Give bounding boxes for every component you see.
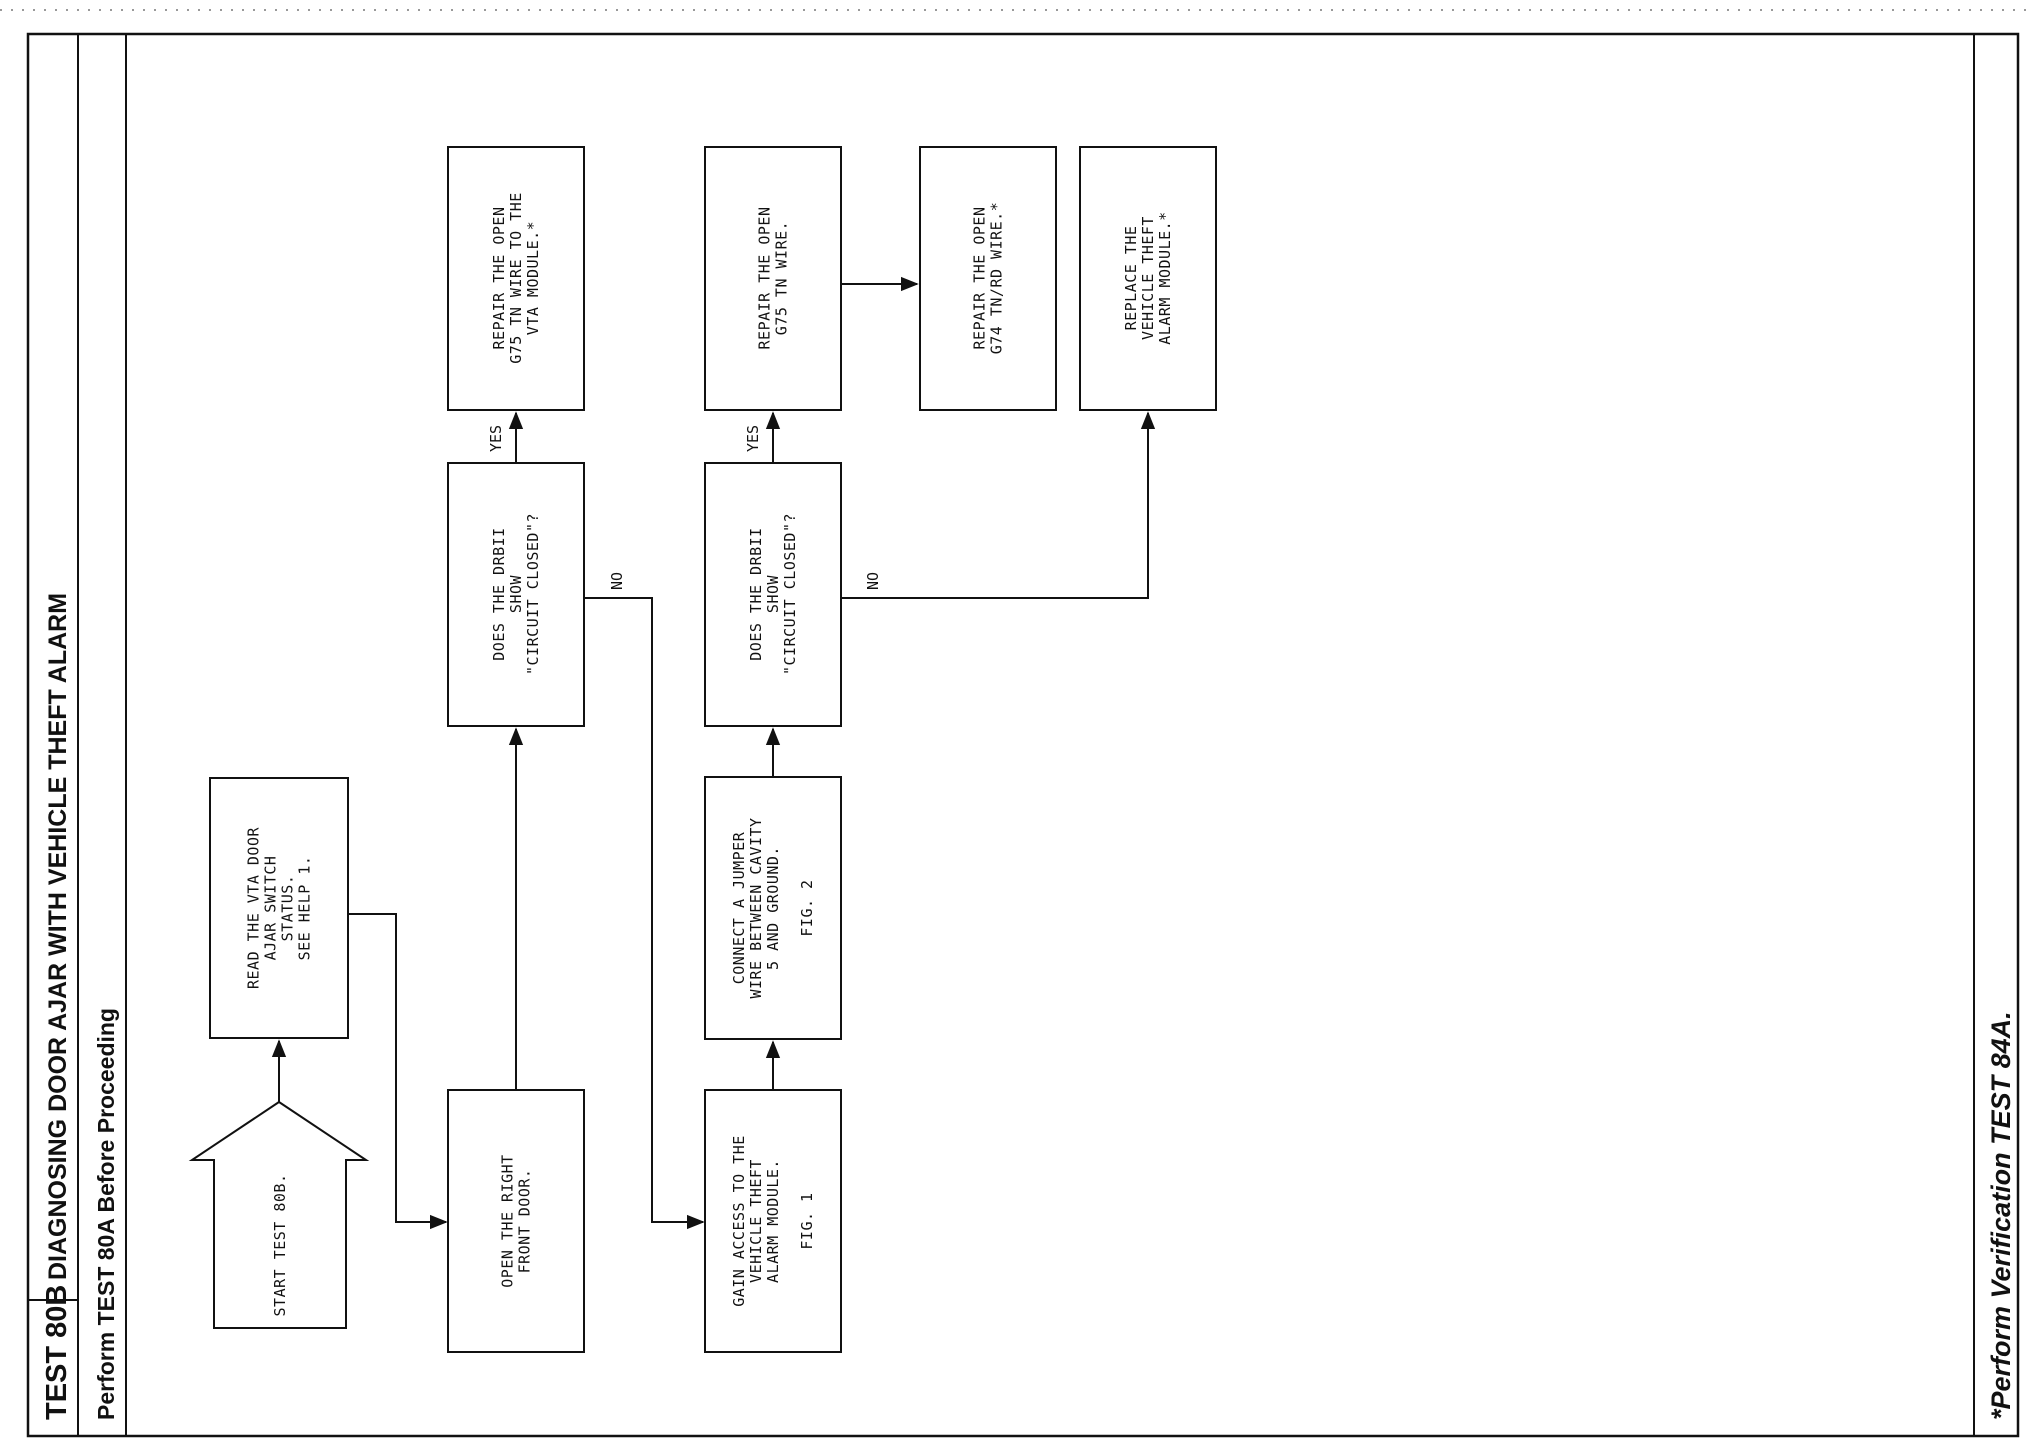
- node-text-line: REPAIR THE OPEN: [490, 207, 508, 350]
- node-text-line: STATUS.: [279, 875, 297, 942]
- box-question2: [704, 462, 842, 727]
- node-text-line: SHOW: [507, 574, 525, 613]
- node-text-line: DOES THE DRBII: [747, 527, 765, 660]
- box-repair3: [919, 146, 1057, 411]
- node-text-line: "CIRCUIT CLOSED"?: [781, 513, 799, 675]
- start-arrow-shape: [188, 1100, 370, 1329]
- box-repair2: [704, 146, 842, 411]
- node-text-line: VTA MODULE.*: [524, 221, 542, 335]
- node-text-line: G74 TN/RD WIRE.*: [988, 202, 1006, 355]
- box-gain-access: [704, 1089, 842, 1353]
- node-text-line: FRONT DOOR.: [516, 1169, 534, 1274]
- node-text-line: AJAR SWITCH: [262, 856, 280, 961]
- page-title: DIAGNOSING DOOR AJAR WITH VEHICLE THEFT …: [44, 593, 72, 1280]
- node-text-line: VEHICLE THEFT: [1139, 216, 1157, 340]
- node-text-line: G75 TN WIRE.: [773, 221, 791, 335]
- edge-read-to-open: [348, 913, 448, 1230]
- box-open-door: [447, 1089, 585, 1353]
- node-text-line: "CIRCUIT CLOSED"?: [524, 513, 542, 675]
- node-text-line: REPLACE THE: [1122, 226, 1140, 331]
- page-subtitle: Perform TEST 80A Before Proceeding: [93, 1008, 119, 1420]
- node-text-line: 5 AND GROUND.: [764, 846, 782, 970]
- footer-note: *Perform Verification TEST 84A.: [1986, 1011, 2016, 1420]
- box-question1: [447, 462, 585, 727]
- node-text-line: FIG. 1: [798, 1192, 816, 1249]
- label-no-1: NO: [608, 572, 626, 590]
- box-replace: [1079, 146, 1217, 411]
- edge-q1-no-to-gain: [584, 597, 705, 1230]
- node-text-line: SHOW: [764, 574, 782, 613]
- node-text-line: ALARM MODULE.*: [1156, 211, 1174, 344]
- node-text-line: G75 TN WIRE TO THE: [507, 192, 525, 364]
- node-text-line: OPEN THE RIGHT: [499, 1154, 517, 1287]
- label-yes-2: YES: [744, 425, 762, 452]
- node-text-line: GAIN ACCESS TO THE: [730, 1135, 748, 1307]
- box-read-status: [209, 777, 349, 1039]
- top-dotted-border: [0, 9, 2034, 11]
- node-text-line: CONNECT A JUMPER: [730, 831, 748, 984]
- node-text-line: ALARM MODULE.: [764, 1159, 782, 1283]
- node-text-line: DOES THE DRBII: [490, 527, 508, 660]
- node-text-line: FIG. 2: [798, 879, 816, 936]
- edge-q2-no-to-replace: [841, 411, 1156, 599]
- outer-frame: [26, 32, 2020, 1438]
- node-text-line: READ THE VTA DOOR: [245, 827, 263, 989]
- node-text-line: SEE HELP 1.: [296, 856, 314, 961]
- text-start: START TEST 80B.: [271, 1174, 289, 1317]
- node-text-line: REPAIR THE OPEN: [971, 207, 989, 350]
- label-no-2: NO: [864, 572, 882, 590]
- node-text-line: VEHICLE THEFT: [747, 1159, 765, 1283]
- test-id: TEST 80B: [41, 1285, 73, 1420]
- box-repair1: [447, 146, 585, 411]
- node-text-line: WIRE BETWEEN CAVITY: [747, 817, 765, 998]
- node-text-line: START TEST 80B.: [271, 1174, 289, 1317]
- node-text-line: REPAIR THE OPEN: [756, 207, 774, 350]
- box-connect-jumper: [704, 776, 842, 1040]
- label-yes-1: YES: [487, 425, 505, 452]
